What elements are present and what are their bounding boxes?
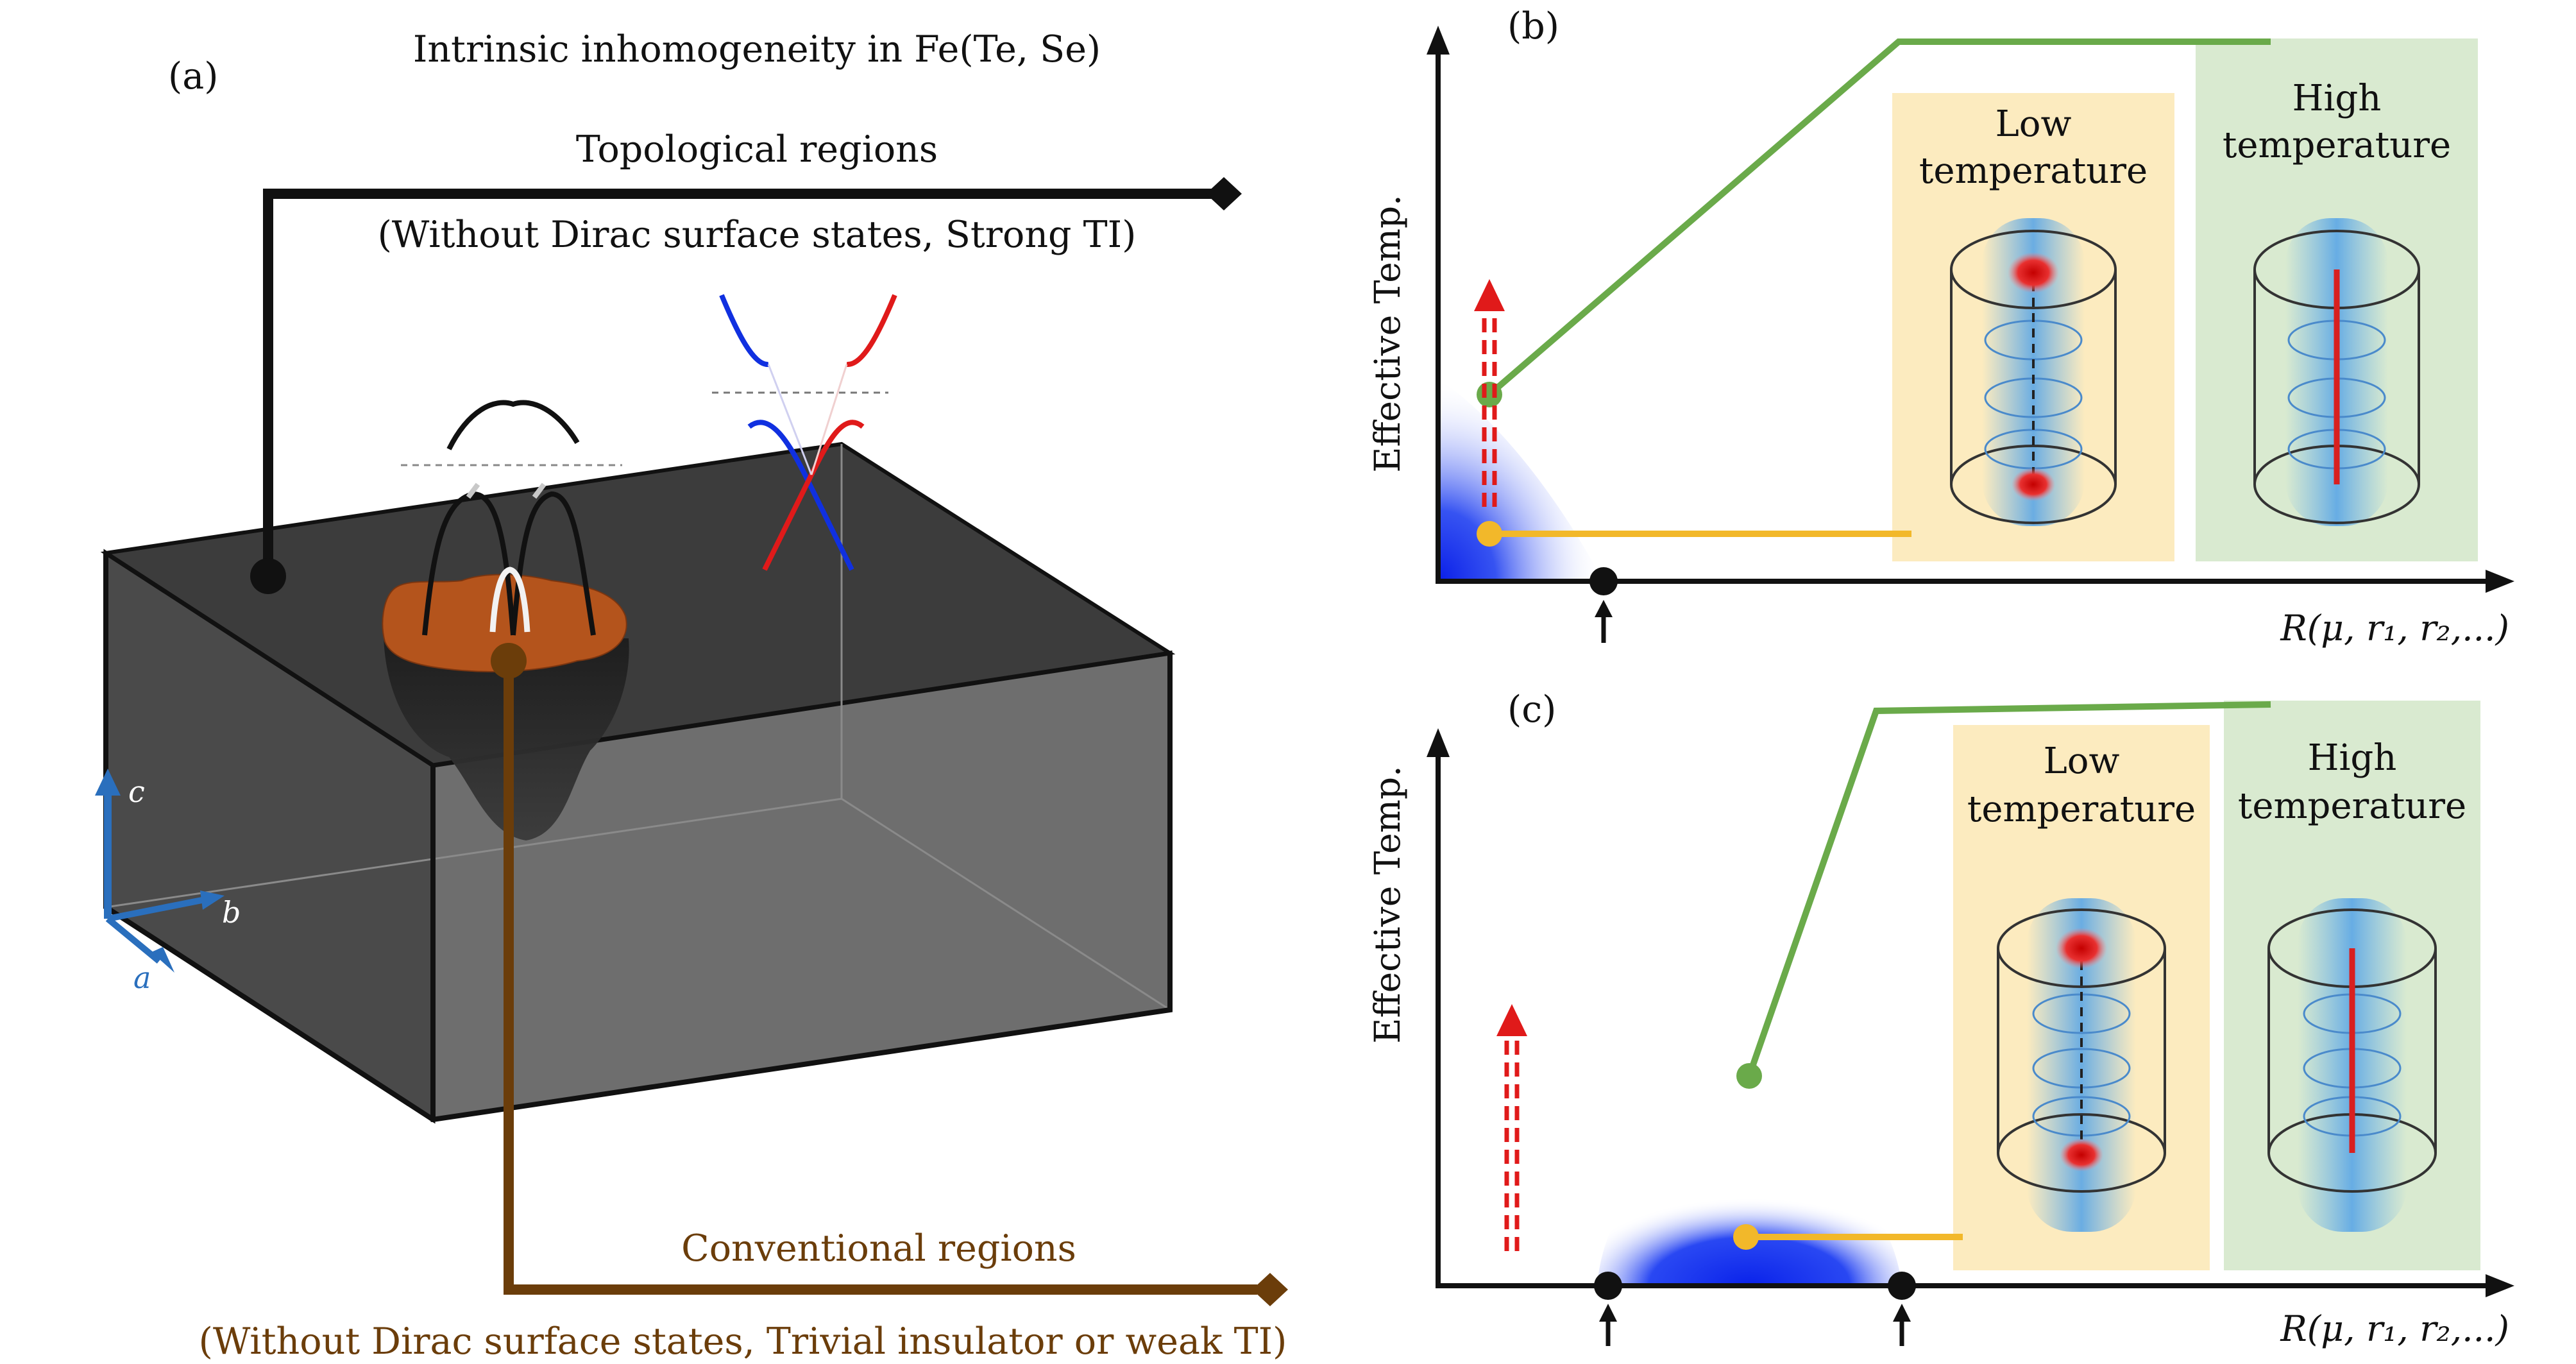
panel-c-ylabel: Effective Temp. bbox=[1367, 765, 1408, 1043]
majorana-mode-top bbox=[2056, 928, 2107, 969]
majorana-mode-bottom bbox=[2060, 1138, 2103, 1172]
dirac-band-red-upper bbox=[846, 294, 897, 367]
faded-band bbox=[532, 482, 547, 499]
panel-c-x-arrowhead bbox=[2486, 1274, 2514, 1297]
panel-b-y-arrowhead bbox=[1427, 26, 1450, 55]
panel-a: (a) Intrinsic inhomogeneity in Fe(Te, Se… bbox=[95, 28, 1288, 1363]
axis-a-label: a bbox=[133, 960, 151, 995]
panel-c-blue-phase bbox=[1597, 1139, 1902, 1286]
panel-b-low-temp-line1: Low bbox=[1996, 103, 2072, 145]
panel-c-xlabel: R(μ, r₁, r₂,...) bbox=[2280, 1308, 2509, 1349]
conventional-connector-dot bbox=[491, 643, 527, 679]
panel-b-x-arrowhead bbox=[2486, 570, 2514, 593]
panel-c: (c) Low temperature High temperature bbox=[1367, 688, 2514, 1349]
panel-b-high-temp-line2: temperature bbox=[2223, 124, 2451, 166]
dirac-faded-line bbox=[810, 364, 848, 475]
axis-b-label: b bbox=[222, 895, 241, 930]
panel-c-red-arrowhead bbox=[1496, 1004, 1527, 1036]
box-hidden-edge bbox=[105, 797, 842, 908]
panel-b: (b) Low temperature High temperature bbox=[1367, 5, 2514, 649]
panel-c-y-arrowhead bbox=[1427, 728, 1450, 757]
panel-b-ylabel: Effective Temp. bbox=[1367, 194, 1408, 472]
topological-subtitle: (Without Dirac surface states, Strong TI… bbox=[378, 214, 1137, 256]
majorana-mode-top bbox=[2008, 252, 2059, 293]
panel-c-green-line bbox=[1746, 701, 2271, 1077]
dirac-band-blue-upper bbox=[719, 294, 769, 367]
dirac-band-blue-cross bbox=[747, 420, 854, 571]
conventional-connector-diamond bbox=[1252, 1273, 1288, 1306]
panel-c-high-temp-line2: temperature bbox=[2238, 785, 2466, 827]
panel-c-low-temp-line2: temperature bbox=[1967, 789, 2196, 830]
panel-b-high-temp-vortex bbox=[2253, 218, 2420, 526]
box-hidden-edge bbox=[841, 797, 1171, 1011]
panel-b-green-dot bbox=[1477, 382, 1502, 407]
panel-a-label: (a) bbox=[168, 55, 218, 98]
vortex-glow bbox=[1982, 218, 2085, 526]
panel-b-low-temp-line2: temperature bbox=[1919, 150, 2148, 192]
axis-c-arrowhead bbox=[95, 769, 121, 796]
panel-b-high-temp-line1: High bbox=[2292, 78, 2382, 119]
panel-c-green-dot bbox=[1736, 1063, 1762, 1089]
panel-b-label: (b) bbox=[1507, 5, 1559, 47]
axis-a-arrow bbox=[105, 916, 162, 964]
topological-title: Topological regions bbox=[576, 128, 938, 171]
panel-b-low-temp-vortex bbox=[1950, 218, 2117, 526]
topological-connector-diamond bbox=[1206, 177, 1242, 210]
panel-c-high-temp-vortex bbox=[2267, 898, 2437, 1232]
topological-connector bbox=[263, 189, 1212, 576]
panel-b-xlabel: R(μ, r₁, r₂,...) bbox=[2280, 608, 2509, 649]
panel-c-critical-point-right bbox=[1888, 1272, 1916, 1300]
axis-b-arrowhead bbox=[200, 891, 225, 910]
panel-b-blue-phase bbox=[1438, 379, 1604, 581]
panel-c-yellow-dot bbox=[1733, 1224, 1759, 1250]
panel-b-yellow-dot bbox=[1477, 521, 1502, 547]
vortex-glow bbox=[2027, 898, 2136, 1232]
panel-b-green-line bbox=[1487, 38, 2271, 397]
panel-a-title: Intrinsic inhomogeneity in Fe(Te, Se) bbox=[413, 28, 1101, 71]
panel-c-critical-point-left bbox=[1594, 1272, 1622, 1300]
conduction-band-arch bbox=[446, 400, 580, 450]
valence-band-arch bbox=[511, 491, 596, 636]
axis-a-arrowhead bbox=[151, 947, 174, 973]
panel-b-red-arrowhead bbox=[1474, 279, 1505, 311]
panel-c-high-temp-line1: High bbox=[2308, 737, 2397, 779]
panel-c-low-temp-line1: Low bbox=[2044, 740, 2120, 782]
panel-c-label: (c) bbox=[1507, 688, 1556, 731]
panel-c-tick-arrowhead bbox=[1893, 1304, 1911, 1322]
faded-band bbox=[466, 482, 480, 499]
conventional-connector bbox=[504, 661, 1257, 1295]
panel-c-tick-arrowhead bbox=[1599, 1304, 1617, 1322]
axis-b-arrow bbox=[107, 896, 206, 922]
majorana-mode-bottom bbox=[2012, 468, 2055, 501]
topological-connector-dot bbox=[250, 558, 286, 594]
conventional-region-surface bbox=[382, 574, 627, 672]
axis-c-label: c bbox=[128, 774, 145, 809]
dirac-faded-line bbox=[767, 364, 813, 475]
panel-b-tick-arrowhead bbox=[1595, 600, 1613, 617]
inner-band-white bbox=[489, 567, 530, 633]
conventional-title: Conventional regions bbox=[681, 1227, 1076, 1270]
panel-c-low-temp-vortex bbox=[1997, 898, 2166, 1232]
conventional-subtitle: (Without Dirac surface states, Trivial i… bbox=[199, 1320, 1287, 1363]
panel-b-critical-point bbox=[1589, 567, 1618, 595]
